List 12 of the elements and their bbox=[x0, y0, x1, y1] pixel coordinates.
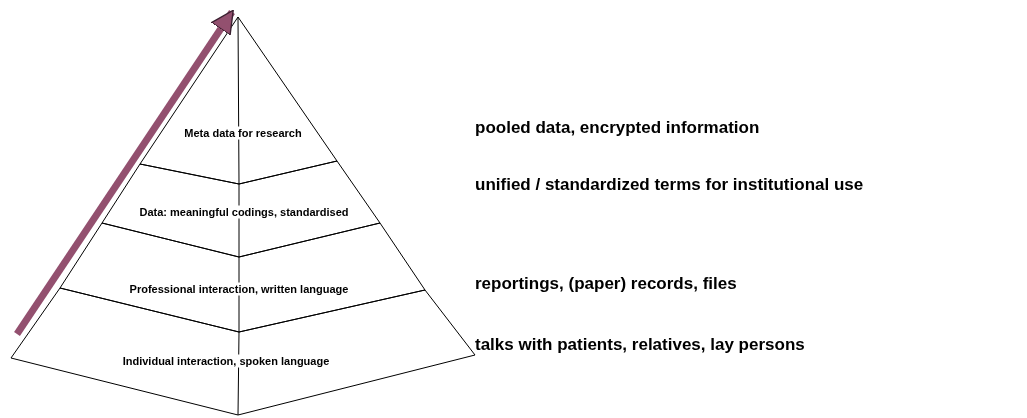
layer-label: Meta data for research bbox=[183, 126, 303, 140]
side-note: talks with patients, relatives, lay persons bbox=[475, 335, 805, 355]
layer-label: Individual interaction, spoken language bbox=[121, 354, 331, 368]
pyramid-layer bbox=[140, 17, 337, 184]
pyramid-layer bbox=[102, 161, 380, 257]
side-note: reportings, (paper) records, files bbox=[475, 274, 737, 294]
block-arrow bbox=[14, 9, 235, 336]
layer-label: Professional interaction, written language bbox=[128, 282, 350, 296]
pyramid-layer bbox=[60, 223, 425, 332]
side-note: pooled data, encrypted information bbox=[475, 118, 760, 138]
side-note: unified / standardized terms for institutional use bbox=[475, 175, 864, 195]
layer-label: Data: meaningful codings, standardised bbox=[138, 205, 350, 219]
